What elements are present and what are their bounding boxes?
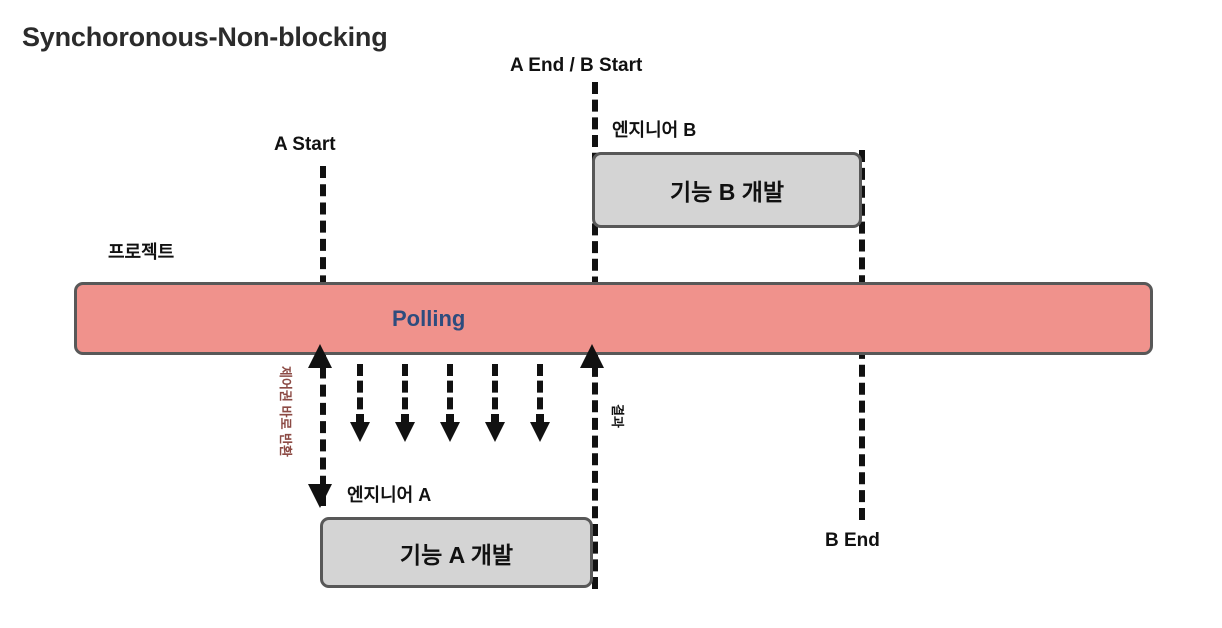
down-arrow-control-return-icon (308, 482, 332, 508)
label-result: 결과 (610, 404, 625, 428)
task-box-a-label: 기능 A 개발 (399, 541, 514, 568)
label-project: 프로젝트 (108, 242, 175, 262)
label-a-end-b-start: A End / B Start (510, 55, 643, 76)
label-control-return: 제어권 바로 반환 (278, 366, 293, 457)
task-box-b: 기능 B 개발 (592, 152, 862, 228)
task-box-b-label: 기능 B 개발 (669, 179, 785, 205)
project-bar (74, 282, 1153, 355)
label-polling: Polling (392, 306, 466, 331)
label-b-end: B End (825, 530, 880, 551)
task-box-a: 기능 A 개발 (320, 517, 593, 588)
page-title: Synchoronous-Non-blocking (22, 22, 388, 52)
label-engineer-a: 엔지니어 A (347, 485, 432, 505)
up-arrow-a-end-icon (580, 344, 604, 370)
up-arrow-a-start-icon (308, 344, 332, 370)
label-a-start: A Start (274, 134, 336, 155)
label-engineer-b: 엔지니어 B (612, 120, 697, 140)
